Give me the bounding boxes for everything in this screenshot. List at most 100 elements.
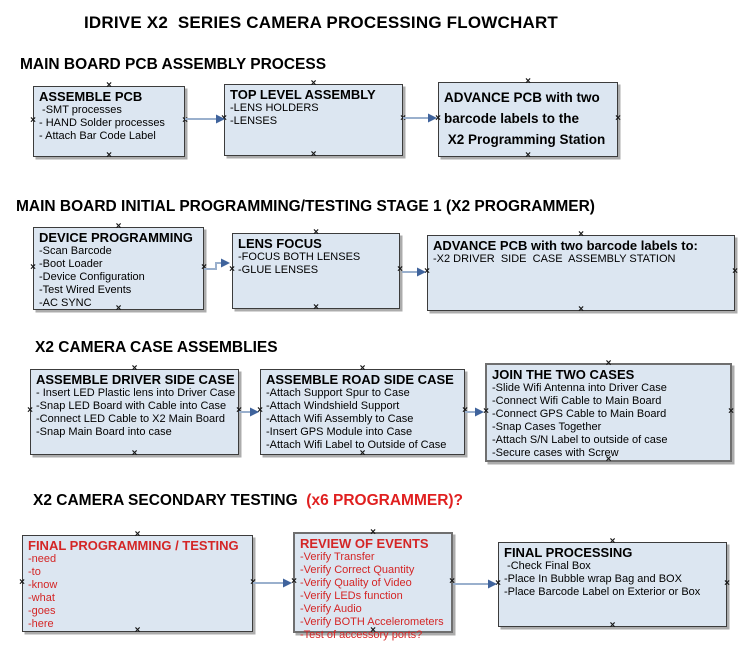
- box-item: -Verify LEDs function: [300, 590, 403, 602]
- connection-point-icon: ×: [115, 221, 122, 232]
- box-item: -Device Configuration: [39, 271, 145, 283]
- flow-box-final-programming-testing[interactable]: FINAL PROGRAMMING / TESTING -need -to -k…: [19, 530, 256, 636]
- box-title: TOP LEVEL ASSEMBLY: [230, 87, 376, 102]
- flow-box-advance-pcb-programming-station[interactable]: ADVANCE PCB with two barcode labels to t…: [435, 77, 621, 161]
- connection-point-icon: ×: [495, 577, 501, 589]
- connection-point-icon: ×: [732, 266, 738, 277]
- connection-point-icon: ×: [313, 302, 319, 313]
- section-header-secondary-testing-red: (x6 PROGRAMMER)?: [306, 492, 464, 509]
- box-item: -Verify Correct Quantity: [300, 564, 415, 576]
- box-item: -X2 DRIVER SIDE CASE ASSEMBLY STATION: [433, 253, 676, 265]
- section-header-secondary-testing-black: X2 CAMERA SECONDARY TESTING: [33, 492, 307, 509]
- box-item: -Connect GPS Cable to Main Board: [492, 408, 667, 420]
- flow-box-top-level-assembly[interactable]: TOP LEVEL ASSEMBLY -LENS HOLDERS -LENSES…: [221, 79, 406, 160]
- connection-point-icon: ×: [310, 149, 317, 160]
- connection-point-icon: ×: [229, 264, 235, 275]
- box-item: -need: [28, 553, 57, 565]
- box-item: -Slide Wifi Antenna into Driver Case: [492, 382, 667, 394]
- connection-point-icon: ×: [310, 78, 317, 89]
- connection-point-icon: ×: [525, 150, 531, 161]
- flow-box-join-the-two-cases[interactable]: JOIN THE TWO CASES -Slide Wifi Antenna i…: [483, 359, 734, 465]
- connection-point-icon: ×: [30, 261, 36, 273]
- box-item: -Snap LED Board with Cable into Case: [36, 400, 227, 412]
- flow-box-assemble-pcb[interactable]: ASSEMBLE PCB -SMT processes - HAND Solde…: [30, 81, 188, 161]
- connection-point-icon: ×: [449, 575, 455, 587]
- box-item: -Connect Wifi Cable to Main Board: [492, 395, 662, 407]
- box-item: -Verify BOTH Accelerometers: [300, 616, 444, 628]
- section-header-case-assemblies: X2 CAMERA CASE ASSEMBLIES: [35, 339, 278, 356]
- connection-point-icon: ×: [525, 76, 531, 87]
- box-item: -goes: [28, 605, 56, 617]
- connection-point-icon: ×: [359, 448, 366, 459]
- connector-arrow[interactable]: [453, 579, 497, 589]
- connection-point-icon: ×: [435, 112, 441, 124]
- box-item: -Boot Loader: [39, 258, 103, 270]
- box-title: FINAL PROCESSING: [504, 545, 633, 560]
- connection-point-icon: ×: [370, 527, 376, 538]
- connector-arrow[interactable]: [403, 113, 437, 123]
- box-title: LENS FOCUS: [238, 236, 322, 251]
- flow-box-lens-focus[interactable]: LENS FOCUS -FOCUS BOTH LENSES -GLUE LENS…: [229, 228, 403, 313]
- connection-point-icon: ×: [19, 576, 25, 588]
- flow-box-device-programming[interactable]: DEVICE PROGRAMMING -Scan Barcode -Boot L…: [30, 222, 207, 314]
- box-title: ASSEMBLE PCB: [39, 89, 143, 104]
- connector-arrow[interactable]: [185, 114, 225, 124]
- box-item: -Secure cases with Screw: [492, 447, 619, 459]
- connector-arrow[interactable]: [402, 267, 426, 277]
- connection-point-icon: ×: [134, 529, 141, 540]
- box-item: -SMT processes: [39, 104, 122, 116]
- box-item: -Attach Windshield Support: [266, 400, 400, 412]
- connection-point-icon: ×: [615, 112, 621, 124]
- connection-point-icon: ×: [236, 405, 242, 416]
- connection-point-icon: ×: [462, 405, 468, 416]
- flow-box-advance-pcb-driver-side-station[interactable]: ADVANCE PCB with two barcode labels to: …: [424, 230, 738, 315]
- box-item: - HAND Solder processes: [39, 117, 165, 129]
- box-item: -GLUE LENSES: [238, 264, 319, 276]
- connector-arrow[interactable]: [253, 578, 292, 588]
- box-item: -Insert GPS Module into Case: [266, 426, 413, 438]
- box-item: -FOCUS BOTH LENSES: [238, 251, 361, 263]
- flow-box-review-of-events[interactable]: REVIEW OF EVENTS -Verify Transfer -Verif…: [291, 528, 455, 642]
- connection-point-icon: ×: [370, 625, 376, 636]
- box-title: JOIN THE TWO CASES: [492, 367, 635, 382]
- box-title: ADVANCE PCB with two barcode labels to:: [433, 238, 698, 253]
- box-title: DEVICE PROGRAMMING: [39, 230, 193, 245]
- flow-box-final-processing[interactable]: FINAL PROCESSING -Check Final Box -Place…: [495, 537, 730, 631]
- box-item: -Connect LED Cable to X2 Main Board: [36, 413, 225, 425]
- box-item: -here: [28, 618, 54, 630]
- connection-point-icon: ×: [397, 264, 403, 275]
- box-item: -LENS HOLDERS: [230, 102, 319, 114]
- box-item: -Attach S/N Label to outside of case: [492, 434, 668, 446]
- box-item: -Verify Transfer: [300, 551, 375, 563]
- connector-arrow[interactable]: [239, 407, 259, 417]
- box-item: -Place Barcode Label on Exterior or Box: [504, 586, 701, 598]
- connector-arrow[interactable]: [204, 258, 230, 270]
- connection-point-icon: ×: [728, 405, 734, 417]
- box-item: -Verify Quality of Video: [300, 577, 412, 589]
- connection-point-icon: ×: [201, 261, 207, 273]
- box-item: -Verify Audio: [300, 603, 362, 615]
- flow-box-assemble-road-side-case[interactable]: ASSEMBLE ROAD SIDE CASE -Attach Support …: [257, 364, 468, 459]
- connector-arrow[interactable]: [465, 407, 484, 417]
- box-item: -Snap Main Board into case: [36, 426, 172, 438]
- connection-point-icon: ×: [257, 405, 263, 416]
- connection-point-icon: ×: [106, 80, 112, 91]
- box-item: -LENSES: [230, 115, 278, 127]
- box-item: -AC SYNC: [39, 297, 92, 309]
- box-title: ADVANCE PCB with two barcode labels to t…: [444, 90, 606, 147]
- box-title: ASSEMBLE ROAD SIDE CASE: [266, 372, 454, 387]
- box-item: - Attach Bar Code Label: [39, 130, 156, 142]
- connection-point-icon: ×: [30, 114, 36, 126]
- box-item: -know: [28, 579, 58, 591]
- box-item: -Snap Cases Together: [492, 421, 602, 433]
- box-item: -Attach Wifi Label to Outside of Case: [266, 439, 447, 451]
- connection-point-icon: ×: [424, 266, 430, 277]
- box-item: -Check Final Box: [504, 560, 591, 572]
- connection-point-icon: ×: [605, 454, 612, 465]
- box-item: -Attach Support Spur to Case: [266, 387, 410, 399]
- section-header-secondary-testing: X2 CAMERA SECONDARY TESTING (x6 PROGRAMM…: [33, 492, 463, 510]
- flow-box-assemble-driver-side-case[interactable]: ASSEMBLE DRIVER SIDE CASE - Insert LED P…: [27, 364, 242, 459]
- connection-point-icon: ×: [609, 536, 616, 547]
- connection-point-icon: ×: [605, 358, 612, 369]
